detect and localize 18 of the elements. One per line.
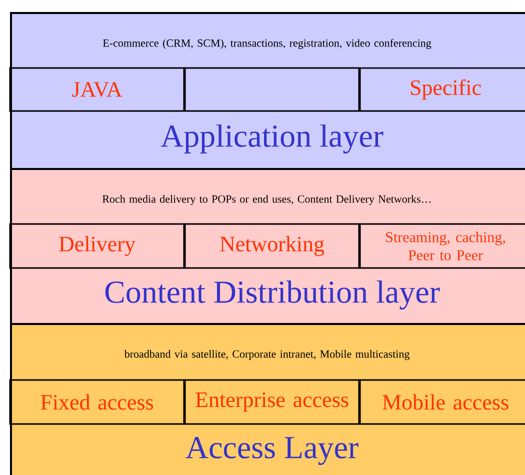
cell-box: Delivery xyxy=(9,223,185,269)
cell-box: Streaming, caching, Peer to Peer xyxy=(359,223,525,269)
cell-box: Enterprise access xyxy=(184,379,360,425)
layer-title: Access Layer xyxy=(186,437,358,466)
layer-band xyxy=(10,12,525,170)
cell-box xyxy=(184,67,360,112)
description-text: broadband via satellite, Corporate intranet, Mobile multicasting xyxy=(124,350,410,360)
cell-box: Specific xyxy=(359,67,525,112)
cell-box: JAVA xyxy=(9,67,185,112)
layer-title: Content Distribution layer xyxy=(105,280,440,310)
layer-band xyxy=(10,168,525,325)
layer-band xyxy=(10,323,525,475)
cell-box: Networking xyxy=(184,223,360,269)
cell-box: Fixed access xyxy=(9,379,185,425)
description-text: Roch media delivery to POPs or end uses, Content Delivery Networks… xyxy=(102,195,431,205)
description-text: E-commerce (CRM, SCM), transactions, registration, video conferencing xyxy=(102,38,432,50)
cell-box: Mobile access xyxy=(359,379,525,425)
layer-title: Application layer xyxy=(160,124,384,154)
